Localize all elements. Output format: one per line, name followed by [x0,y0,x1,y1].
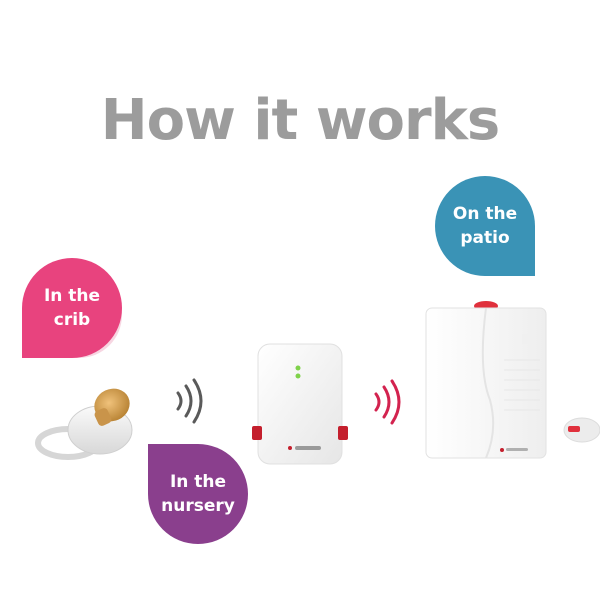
page-title: How it works [100,88,500,153]
signal-waves-red-icon [374,379,401,425]
receiver-device [425,301,600,459]
badge-patio-line-1: On the [452,204,518,224]
pacifier-icon [35,388,133,460]
badge-crib-line-2: crib [53,310,91,330]
signal-waves-gray-icon [176,378,203,424]
relay-transmitter-device [252,343,348,465]
badge-in-the-nursery: In the nursery [148,444,248,544]
badge-on-the-patio: On the patio [435,176,535,276]
badge-nursery-line-2: nursery [161,496,235,516]
badge-in-the-crib: In the crib [22,258,122,358]
badge-nursery-line-1: In the [169,472,227,492]
badge-crib-line-1: In the [43,286,101,306]
badge-patio-line-2: patio [460,228,510,248]
